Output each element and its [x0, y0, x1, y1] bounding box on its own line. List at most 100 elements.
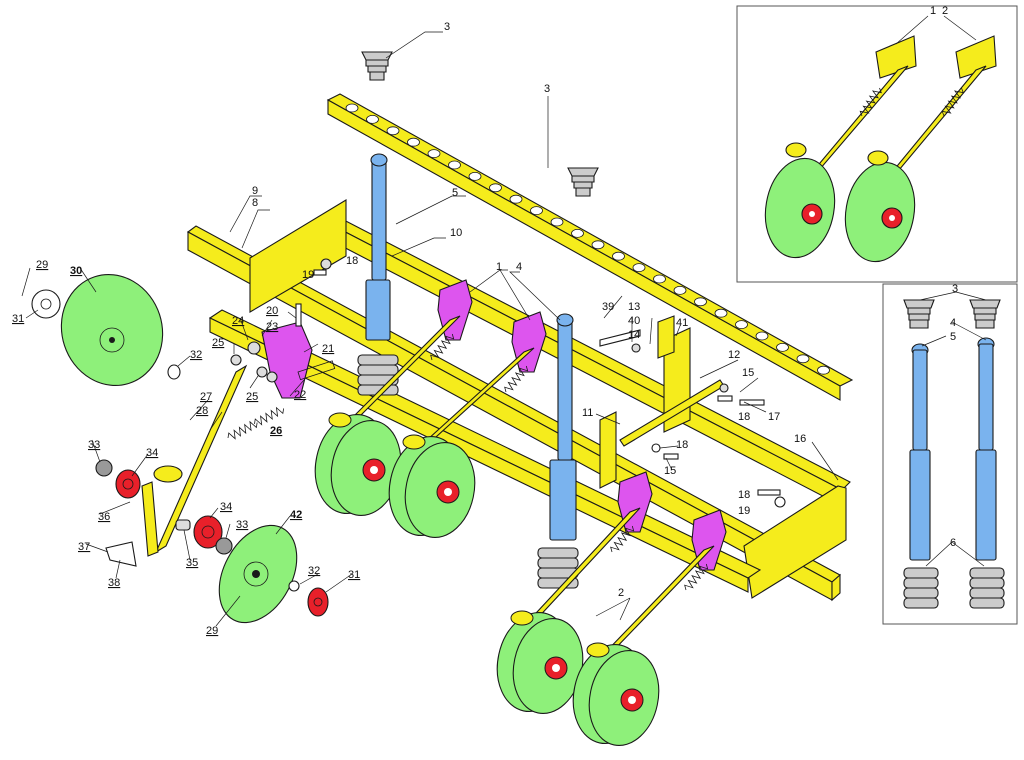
hole: [468, 171, 482, 181]
part-label: 18: [676, 439, 688, 451]
arm-socket: [510, 610, 534, 626]
disc-unit: [388, 311, 547, 539]
part-label: 15: [664, 465, 676, 477]
part-label: 27: [200, 391, 212, 403]
part-label: 25: [246, 391, 258, 403]
part-label: 26: [270, 425, 282, 437]
arm-socket: [586, 642, 610, 658]
hole: [632, 263, 646, 273]
part-label: 16: [794, 433, 806, 445]
part-label: 32: [190, 349, 202, 361]
hole: [776, 342, 789, 352]
part-label: 28: [196, 405, 208, 417]
hitch-parts: [313, 258, 786, 508]
disc-unit: [572, 509, 727, 747]
hole: [735, 320, 748, 330]
hole: [407, 137, 420, 147]
part-label: 18: [738, 489, 750, 501]
inset-label: 3: [952, 283, 958, 295]
part-label: 29: [36, 259, 48, 271]
part-label: 18: [346, 255, 358, 267]
hub-center: [444, 488, 452, 496]
disc-units: [314, 279, 727, 747]
hole: [550, 217, 564, 227]
part-label: 12: [728, 349, 740, 361]
part-label: 3: [444, 21, 450, 33]
part-label: 36: [98, 511, 110, 523]
part-label: 42: [290, 509, 302, 521]
part-label: 34: [220, 501, 232, 513]
part-label: 32: [308, 565, 320, 577]
part-label: 19: [738, 505, 750, 517]
part-label: 34: [146, 447, 158, 459]
hole: [448, 160, 461, 170]
part-label: 30: [70, 265, 82, 277]
part-label: 18: [738, 411, 750, 423]
part-label: 5: [452, 187, 458, 199]
hole: [489, 183, 502, 193]
part-label: 38: [108, 577, 120, 589]
disc-unit: [314, 279, 473, 517]
part-label: 31: [12, 313, 24, 325]
part-label: 23: [266, 321, 278, 333]
inset-label: 6: [950, 537, 956, 549]
inset-label: 2: [942, 5, 948, 17]
telescopic-tube-left: [357, 153, 399, 396]
disc-unit: [496, 471, 653, 715]
inset-label: 5: [950, 331, 956, 343]
telescopic-tube-right: [537, 313, 579, 589]
part-label: 33: [88, 439, 100, 451]
inset-label: 1: [930, 5, 936, 17]
hub-center: [552, 664, 560, 672]
part-label: 14: [628, 329, 640, 341]
part-label: 17: [768, 411, 780, 423]
hole: [612, 251, 625, 261]
part-label: 29: [206, 625, 218, 637]
part-labels: 3 3 5 10 9 8 19 18 1 4 39 13 40 14 41 12…: [12, 5, 958, 637]
part-label: 22: [294, 389, 306, 401]
hole: [694, 297, 707, 307]
hole: [714, 308, 728, 318]
hole: [755, 331, 769, 341]
perforation-holes: [345, 103, 830, 375]
part-label: 15: [742, 367, 754, 379]
part-label: 9: [252, 185, 258, 197]
hole: [591, 240, 605, 250]
part-label: 8: [252, 197, 258, 209]
inset-label: 4: [950, 317, 956, 329]
part-label: 31: [348, 569, 360, 581]
part-label: 1: [496, 261, 502, 273]
hole: [386, 126, 400, 136]
hole: [427, 149, 441, 159]
part-label: 21: [322, 343, 334, 355]
part-label: 20: [266, 305, 278, 317]
hub-center: [370, 466, 378, 474]
leader-lines: [21, 15, 987, 627]
part-label: 39: [602, 301, 614, 313]
cap-top-right: [567, 167, 599, 197]
hole: [530, 206, 543, 216]
hole: [817, 365, 830, 375]
inset-tube-kit: [882, 283, 1018, 625]
part-label: 24: [232, 315, 244, 327]
inset-assembled-view: [736, 5, 1018, 283]
arm: [599, 545, 715, 659]
exploded-assembly: [31, 273, 336, 624]
arm-socket: [328, 412, 352, 428]
hole: [345, 103, 359, 113]
part-label: 35: [186, 557, 198, 569]
part-label: 37: [78, 541, 90, 553]
part-label: 19: [302, 269, 314, 281]
part-label: 33: [236, 519, 248, 531]
cap-top-left: [361, 51, 393, 81]
main-frame: [186, 199, 851, 602]
hole: [796, 354, 810, 364]
hub-center: [628, 696, 636, 704]
part-label: 41: [676, 317, 688, 329]
part-label: 25: [212, 337, 224, 349]
hole: [571, 228, 584, 238]
part-label: 3: [544, 83, 550, 95]
part-label: 11: [582, 407, 593, 419]
part-label: 10: [450, 227, 462, 239]
hole: [673, 285, 687, 295]
